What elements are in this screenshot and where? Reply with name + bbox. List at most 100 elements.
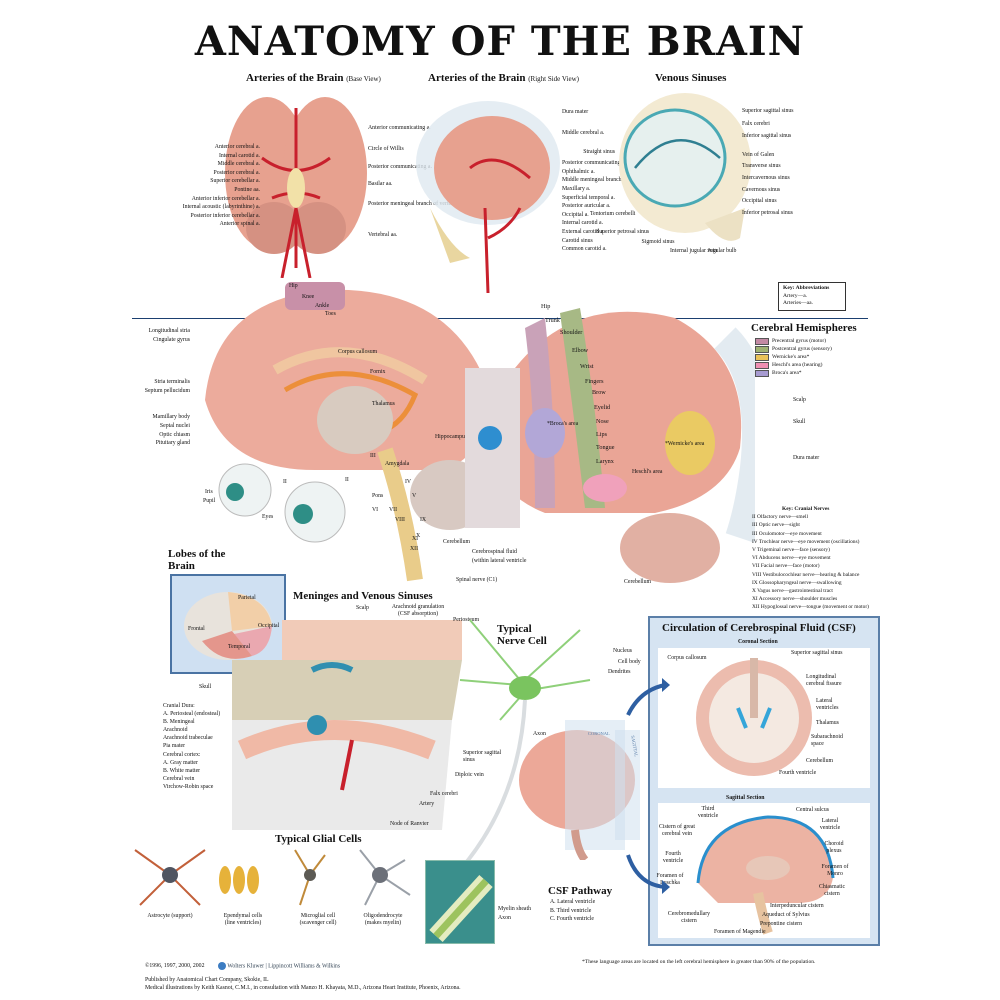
- csf-aqueduct: Aqueduct of Sylvius: [762, 912, 810, 918]
- numeral-vi: VI: [372, 507, 379, 513]
- abbrev-artery: Artery—a.: [783, 292, 808, 299]
- numeral-vii: VII: [389, 507, 398, 513]
- csf-fourth-ventricle: Fourth ventricle: [779, 770, 817, 776]
- csf-prepontine: Prepontine cistern: [760, 921, 803, 927]
- glial-cells-illustration: [134, 849, 411, 906]
- label-jugular-bulb: Jugular bulb: [707, 248, 737, 254]
- csf-sagittal-title: Sagittal Section: [726, 795, 765, 801]
- label-stria-terminalis: Stria terminalis: [154, 379, 190, 386]
- csf-title: Circulation of Cerebrospinal Fluid (CSF): [662, 622, 856, 634]
- cranial-row-10: X Vagus nerve—gastrointestinal tract: [752, 588, 833, 595]
- label-white-matter: B. White matter: [163, 767, 201, 774]
- csf-longitudinal-fissure: Longitudinal cerebral fissure: [806, 674, 842, 687]
- nerve-cell-title: Typical Nerve Cell: [497, 623, 547, 647]
- cranial-row-5: V Trigeminal nerve—face (sensory): [752, 547, 830, 554]
- csf-pathway-title: CSF Pathway: [548, 885, 613, 897]
- legend-postcentral-label: Postcentral gyrus (sensory): [772, 346, 832, 352]
- cranial-row-9: IX Glossopharyngeal nerve—swallowing: [752, 579, 842, 586]
- label-posterior-communicating: Posterior communicating a.: [368, 164, 432, 171]
- footer-illustrations: Medical illustrations by Keith Kasnot, C…: [145, 985, 461, 991]
- label-posterior-communicating-side: Posterior communicating a.: [562, 160, 626, 167]
- label-maxillary: Maxillary a.: [562, 185, 591, 192]
- legend-precentral-label: Precentral gyrus (motor): [772, 338, 827, 344]
- label-anterior-spinal: Anterior spinal a.: [219, 221, 260, 228]
- venous-right-labels: Superior sagittal sinus Falx cerebri Inf…: [742, 107, 794, 217]
- cranial-row-3: III Oculomotor—eye movement: [752, 530, 822, 537]
- homunculus-eyelid: Eyelid: [594, 404, 611, 411]
- label-wernicke: *Wernicke's area: [665, 441, 705, 447]
- csf-pathway-list: A. Lateral ventricle B. Third ventricle …: [550, 898, 595, 924]
- hemispheres-title: Cerebral Hemispheres: [751, 322, 857, 334]
- cranial-row-12: XII Hypoglossal nerve—tongue (movement o…: [752, 604, 869, 611]
- meninges-left-labels: Cranial Dura: A. Periosteal (endosteal) …: [163, 702, 220, 791]
- midsagittal-brain-illustration: [205, 282, 490, 582]
- hemispheres-legend: Precentral gyrus (motor) Postcentral gyr…: [755, 337, 832, 377]
- venous-skull-illustration: [619, 93, 751, 241]
- csf-fourth-ventricle-sag: Fourth ventricle: [662, 851, 684, 864]
- label-internal-carotid: Internal carotid a.: [218, 152, 260, 159]
- label-virchow-robin: Virchow-Robin space: [163, 783, 214, 790]
- meninges-diploic: Diploic vein: [455, 772, 484, 778]
- csf-arrows: [626, 678, 670, 894]
- label-toes: Toes: [325, 311, 336, 317]
- csf-coronal-title: Coronal Section: [738, 639, 778, 645]
- label-vein-of-galen: Vein of Galen: [742, 151, 775, 158]
- meninges-sup-sagittal: Superior sagittal sinus: [463, 750, 502, 763]
- label-middle-cerebral: Middle cerebral a.: [217, 161, 260, 168]
- label-scalp-hemi: Scalp: [793, 397, 806, 403]
- cranial-row-2: III Optic nerve—sight: [752, 522, 800, 529]
- label-mamillary-body: Mamillary body: [152, 414, 190, 421]
- legend-broca-label: Broca's area*: [772, 370, 802, 376]
- meninges-title: Meninges and Venous Sinuses: [293, 590, 433, 602]
- label-straight-sinus: Straight sinus: [583, 149, 615, 155]
- coronal-plane-tag: CORONAL: [588, 731, 610, 736]
- label-corpus-callosum: Corpus callosum: [338, 349, 378, 355]
- homunculus-trunk: Trunk: [545, 317, 560, 324]
- cranial-row-1: II Olfactory nerve—smell: [752, 514, 808, 521]
- midsag-left-labels: Longitudinal striа Cingulate gyrus Stria…: [130, 327, 190, 448]
- nerve-dendrites: Dendrites: [608, 669, 631, 675]
- label-falx-cerebri: Falx cerebri: [742, 120, 770, 127]
- homunculus-nose: Nose: [596, 418, 609, 425]
- side-view-subtitle: (Right Side View): [528, 75, 579, 83]
- label-anterior-cerebral: Anterior cerebral a.: [214, 144, 260, 150]
- footnote: *These language areas are located on the…: [582, 959, 816, 965]
- csf-sup-sagittal: Superior sagittal sinus: [791, 650, 843, 656]
- sagittal-card: [658, 803, 870, 938]
- legend-heschl-label: Heschl's area (hearing): [772, 362, 823, 368]
- label-csf-lateral: Cerebrospinal fluid (within lateral vent…: [472, 549, 527, 564]
- numeral-v: V: [412, 493, 417, 499]
- label-arachnoid-trabeculae: Arachnoid trabeculae: [163, 735, 213, 742]
- csf-pathway-c: C. Fourth ventricle: [550, 916, 594, 923]
- coronal-card: [658, 648, 870, 788]
- legend-wernicke-label: Wernicke's area*: [772, 354, 810, 360]
- meninges-node-ranvier: Node of Ranvier: [390, 821, 429, 827]
- nerve-axon-2: Axon: [498, 915, 511, 921]
- csf-cerebellum: Cerebellum: [806, 758, 834, 764]
- label-superior-petrosal: Superior petrosal sinus: [596, 229, 650, 235]
- myelin-inset: [425, 860, 495, 944]
- label-knee: Knee: [302, 294, 315, 300]
- label-amygdala: Amygdala: [385, 461, 410, 467]
- numeral-xii: XII: [410, 546, 419, 552]
- label-broca: *Broca's area: [547, 421, 579, 427]
- homunculus-larynx: Larynx: [596, 458, 614, 465]
- label-pia-mater: Pia mater: [163, 743, 186, 750]
- label-cerebellum-mid: Cerebellum: [443, 539, 471, 545]
- label-transverse: Transverse sinus: [742, 163, 781, 170]
- label-fornix: Fornix: [370, 369, 386, 375]
- label-carotid-sinus: Carotid sinus: [562, 237, 593, 244]
- label-occipital: Occipital a.: [562, 211, 589, 218]
- csf-central-sulcus: Central sulcus: [796, 807, 830, 813]
- label-middle-cerebral-side: Middle cerebral a.: [562, 129, 605, 136]
- swatch-broca: [755, 369, 769, 377]
- numeral-ii-a: II: [283, 479, 287, 485]
- meninges-illustration: [232, 620, 462, 830]
- label-intercavernous: Intercavernous sinus: [742, 174, 790, 181]
- csf-cistern-great: Cistern of great cerebral vein: [658, 824, 696, 837]
- cranial-key-title: Key: Cranial Nerves: [782, 506, 830, 512]
- label-optic-chiasm: Optic chiasm: [159, 431, 190, 438]
- label-septal-nuclei: Septal nuclei: [159, 422, 190, 429]
- meninges-arachnoid-granulation: Arachnoid granulation (CSF absorption): [391, 604, 445, 617]
- nerve-axon: Axon: [533, 731, 546, 737]
